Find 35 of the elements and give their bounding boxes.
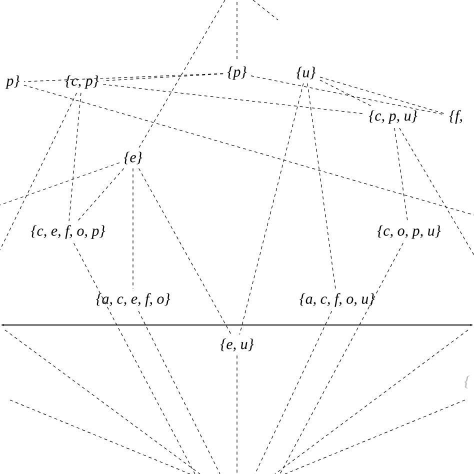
set-label: {a, c, e, f, o} [96,293,170,307]
dashed-line [138,310,220,474]
dashed-line [102,74,224,82]
dashed-line [24,73,224,82]
dashed-line [399,128,474,256]
dashed-line [138,0,226,148]
set-label: {c, e, f, o, p} [31,225,106,239]
dashed-line [77,168,124,222]
set-label: p} [5,75,20,89]
dashed-line [394,128,408,222]
set-label: {e} [124,152,142,164]
set-label: {f, [449,110,462,124]
text-label: { [464,376,470,388]
dashed-line [307,83,336,290]
set-label: {a, c, f, o, u} [300,293,375,307]
dashed-line [320,76,446,114]
dashed-line [320,80,372,106]
dashed-line [250,76,446,116]
dashed-line [24,84,474,216]
dashed-line [0,92,77,250]
dashed-line [280,242,404,474]
set-label: {p} [228,66,247,80]
dashed-line [254,310,332,474]
set-label: {e, u} [220,338,254,352]
dashed-line [138,168,232,335]
dashed-line [239,83,304,335]
dashed-line [74,242,196,474]
dashed-line [0,162,120,206]
set-label: {c, o, p, u} [377,225,441,239]
dashed-line [68,92,82,222]
dashed-line [132,168,134,290]
set-label: {u} [296,66,316,80]
set-label: {c, p, u} [368,110,418,124]
set-label: {c, p} [65,75,99,89]
dashed-line [236,355,238,474]
